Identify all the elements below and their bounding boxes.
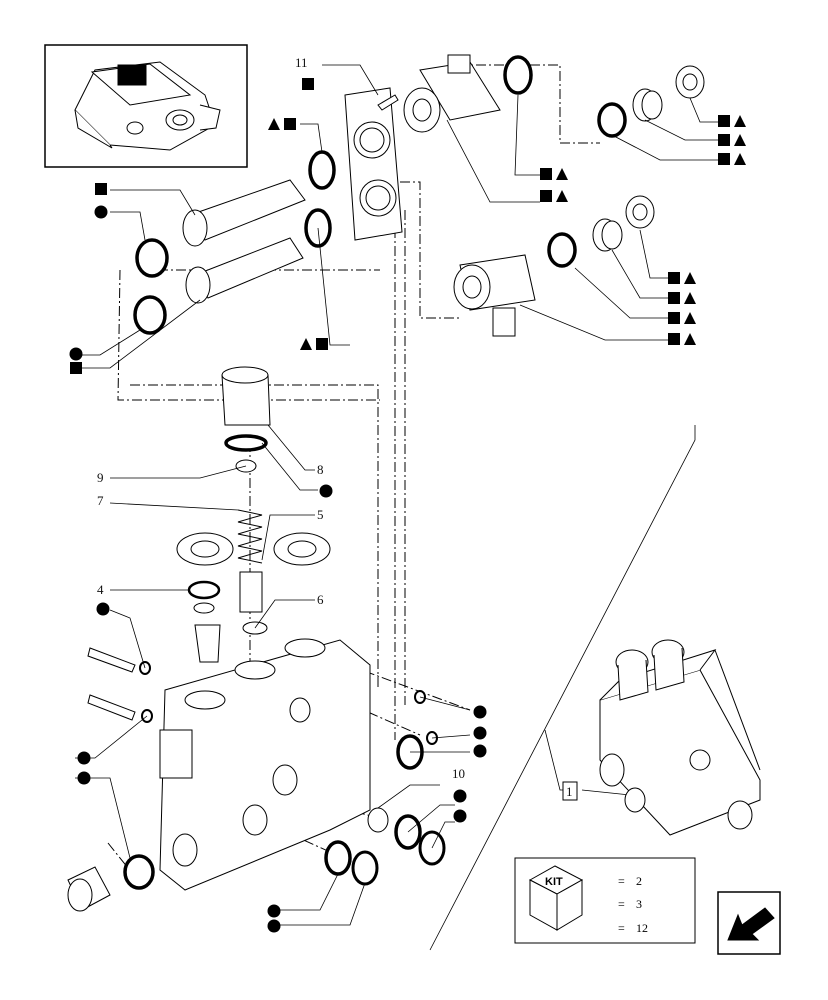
square-symbol: [540, 168, 552, 180]
triangle-symbol: [684, 292, 696, 304]
circle-symbol: [96, 602, 110, 616]
circle-symbol: [77, 751, 91, 765]
circle-symbol: [77, 771, 91, 785]
kit-cube-icon: [528, 865, 584, 931]
part-label-6: 6: [317, 592, 324, 607]
circle-symbol: [319, 484, 333, 498]
square-symbol: [284, 118, 296, 130]
square-symbol: [668, 292, 680, 304]
inset-thumbnail: [44, 44, 248, 168]
filter: [194, 624, 221, 663]
part-label-4: 4: [97, 582, 104, 597]
assembled-valve-illustration: [599, 639, 761, 836]
kit-circle-value: 12: [636, 921, 648, 935]
snap-ring: [187, 580, 221, 600]
triangle-symbol: [300, 338, 312, 350]
circle-symbol: [473, 705, 487, 719]
square-symbol: [668, 333, 680, 345]
square-symbol: [316, 338, 328, 350]
triangle-symbol: [734, 134, 746, 146]
triangle-symbol: [268, 118, 280, 130]
circle-symbol: [453, 809, 467, 823]
part-label-5: 5: [317, 507, 324, 522]
part-label-1: 1: [566, 784, 573, 799]
upper-valve-components: [133, 54, 705, 337]
o-ring: [224, 434, 268, 452]
small-fittings: [67, 647, 155, 912]
kit-square-value: 3: [636, 897, 642, 911]
square-symbol: [718, 153, 730, 165]
valve-body: [159, 638, 371, 891]
square-symbol: [540, 190, 552, 202]
circle-symbol: [267, 919, 281, 933]
kit-square-separator: =: [618, 897, 625, 911]
square-symbol: [718, 134, 730, 146]
circle-symbol: [453, 789, 467, 803]
triangle-symbol: [556, 168, 568, 180]
triangle-symbol: [556, 190, 568, 202]
back-arrow-button[interactable]: [717, 891, 781, 955]
o-ring: [123, 854, 155, 890]
part-label-10: 10: [452, 766, 465, 781]
kit-triangle-separator: =: [618, 874, 625, 888]
part-number-labels: 11 9 7 8 5 4 6 10 1: [97, 55, 578, 801]
o-ring: [503, 55, 533, 95]
square-symbol: [70, 362, 82, 374]
circle-symbol: [473, 744, 487, 758]
triangle-symbol: [734, 115, 746, 127]
square-symbol: [668, 312, 680, 324]
kit-circle-separator: =: [618, 921, 625, 935]
kit-badge-text: KIT: [545, 876, 563, 888]
square-symbol: [718, 115, 730, 127]
part-label-1-box: [562, 781, 578, 801]
triangle-symbol: [734, 153, 746, 165]
piston: [239, 571, 263, 613]
square-symbol: [302, 78, 314, 90]
circle-symbol: [267, 904, 281, 918]
part-label-8: 8: [317, 462, 324, 477]
part-label-11: 11: [295, 55, 308, 70]
fitting-10: [367, 807, 389, 833]
dashed-guide-lines: [107, 64, 600, 869]
gasket-plate: [344, 87, 403, 241]
triangle-symbol: [684, 312, 696, 324]
middle-stack-components: [176, 366, 331, 663]
part-label-9: 9: [97, 470, 104, 485]
kit-legend: KIT = 2 = 3 = 12: [514, 857, 696, 944]
part-label-7: 7: [97, 493, 104, 508]
square-symbol: [668, 272, 680, 284]
arrow-left-down-icon: [727, 907, 775, 941]
inset-housing-illustration: [74, 61, 221, 151]
square-symbol: [95, 183, 107, 195]
spring: [237, 509, 263, 564]
triangle-symbol: [684, 333, 696, 345]
bolt: [377, 94, 399, 111]
circle-symbol: [69, 347, 83, 361]
circle-symbol: [473, 726, 487, 740]
kit-triangle-value: 2: [636, 874, 642, 888]
circle-symbol: [94, 205, 108, 219]
triangle-symbol: [684, 272, 696, 284]
